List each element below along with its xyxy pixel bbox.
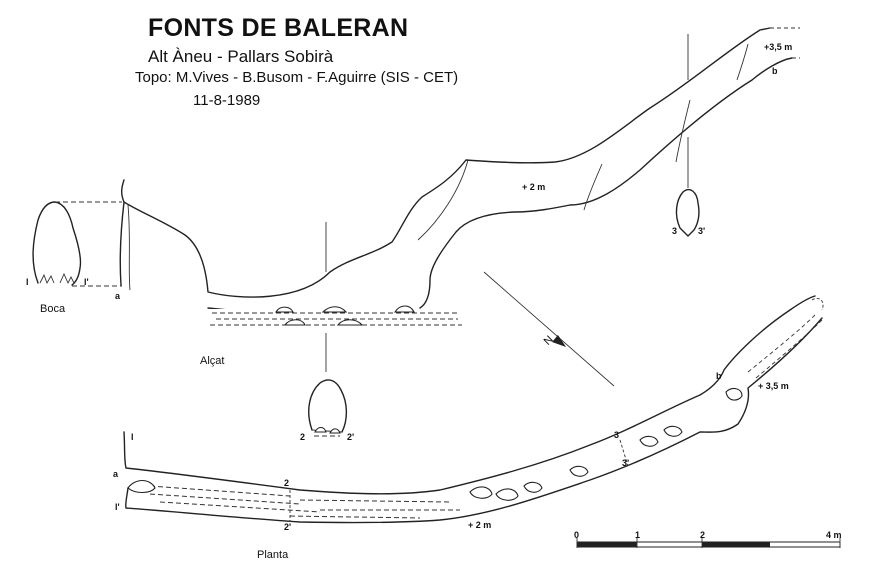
section-2-prime-label: 2' [347, 432, 354, 442]
north-label: N [542, 334, 556, 348]
plan-section-2-prime-label: 2' [284, 522, 291, 532]
elevation-b-label: b [772, 66, 778, 76]
plan-l-label: l [131, 432, 134, 442]
survey-credits: Topo: M.Vives - B.Busom - F.Aguirre (SIS… [135, 69, 459, 86]
cross-section-2: 2 2' [300, 379, 354, 442]
plan-a-label: a [113, 469, 119, 479]
survey-title: FONTS DE BALERAN [148, 14, 409, 42]
elevation-height-2: + 2 m [522, 182, 545, 192]
scale-tick-1: 1 [635, 530, 640, 540]
north-arrow: N [483, 271, 615, 387]
boca-l-label: l [26, 277, 29, 287]
plan-water [149, 485, 460, 519]
survey-date: 11-8-1989 [193, 92, 261, 109]
scale-tick-2: 2 [700, 530, 705, 540]
section-3-label: 3 [672, 226, 677, 236]
section-2-label: 2 [300, 432, 305, 442]
plan-l-prime-label: l' [115, 502, 120, 512]
plan-height-2: + 2 m [468, 520, 491, 530]
elevation-a-label: a [115, 291, 121, 301]
planta-label: Planta [257, 549, 289, 561]
plan-section-3-label: 3 [614, 430, 619, 440]
scale-tick-4: 4 m [826, 530, 842, 540]
boca-label: Boca [40, 303, 66, 315]
plan-height-35: + 3,5 m [758, 381, 789, 391]
scale-tick-0: 0 [574, 530, 579, 540]
elevation-profile: a b +3,5 m + 2 m Alçat [115, 27, 800, 372]
entrance-cross-section: l l' Boca [26, 201, 122, 315]
elevation-height-35: +3,5 m [764, 42, 792, 52]
plan-view: l a l' 2 2' 3 3' b + 3,5 m + 2 m Planta [113, 295, 824, 561]
plan-section-2-label: 2 [284, 478, 289, 488]
survey-location: Alt Àneu - Pallars Sobirà [148, 47, 334, 66]
cross-section-3: 3 3' [672, 188, 705, 237]
plan-section-3-prime-label: 3' [622, 458, 629, 468]
scale-bar: 0 1 2 4 m [574, 530, 842, 548]
alcat-label: Alçat [200, 355, 224, 367]
boca-l-prime-label: l' [84, 277, 89, 287]
section-3-prime-label: 3' [698, 226, 705, 236]
plan-b-label: b [716, 371, 722, 381]
